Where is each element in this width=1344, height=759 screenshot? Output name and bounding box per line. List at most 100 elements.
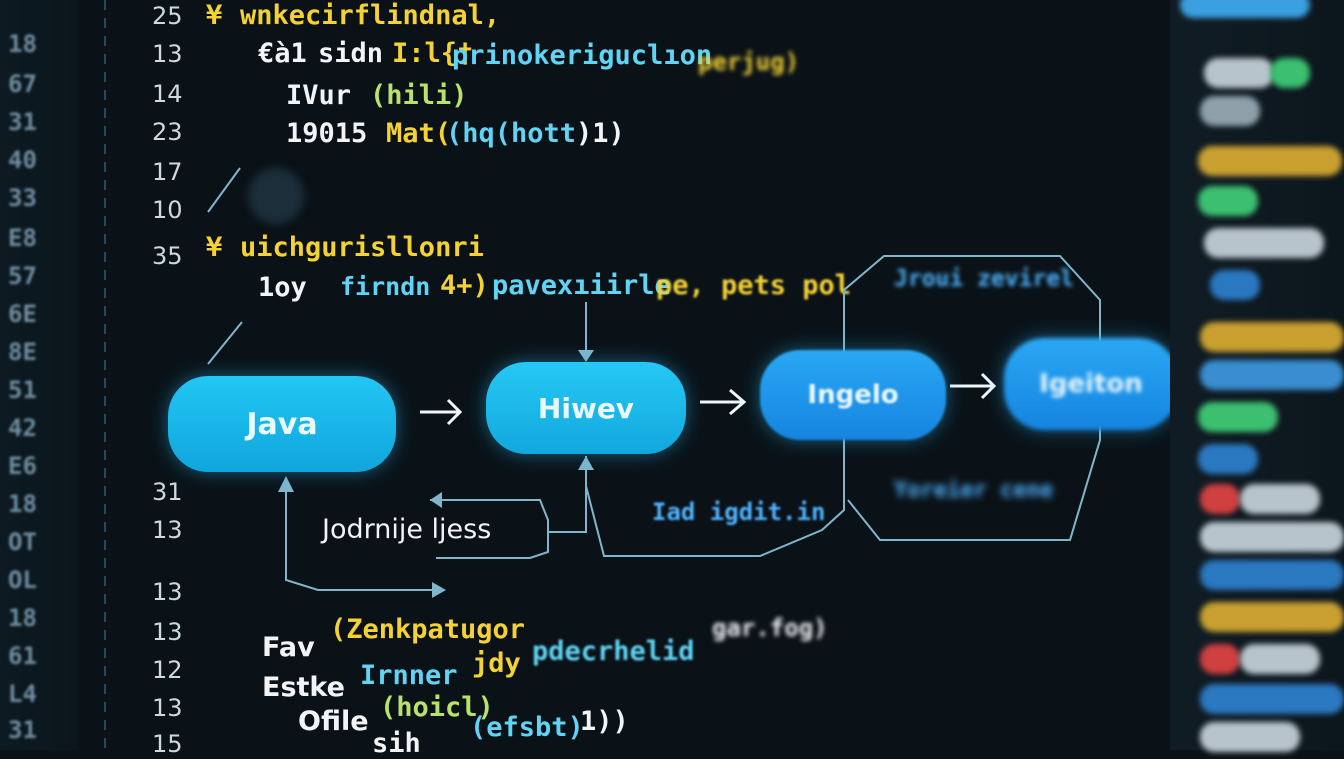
node-igeiton[interactable]: Igeiton [1004,338,1178,430]
minimap-bar [1204,228,1324,258]
code-token: Ofile [298,706,369,737]
code-marker: ¥ [206,232,223,263]
minimap-bar [1204,58,1274,88]
code-token: prinokeriguclıon [452,40,713,71]
code-token: €à1 [258,38,307,69]
minimap-bar [1198,402,1278,432]
minimap-bar [1198,444,1258,474]
code-marker: ¥ [206,0,223,31]
right-minimap-panel [1170,0,1344,752]
code-token: pe, pets pol [656,270,852,301]
line-number: 13 [152,694,183,722]
code-token: Fav [262,632,315,663]
node-ingelo[interactable]: Ingelo [760,350,946,440]
line-number: 23 [152,118,183,146]
gutter-number: 42 [8,414,37,442]
gutter-number: L4 [8,680,37,708]
code-token: (efsbt) [470,712,584,743]
gutter-number: OT [8,528,37,556]
minimap-bar [1200,602,1344,632]
gutter-number: 67 [8,70,37,98]
code-token: (hq(hott) [446,118,593,149]
minimap-bar [1200,322,1344,352]
gutter-number: OL [8,566,37,594]
code-token: Mat( [386,118,452,149]
gutter-number: E6 [8,452,37,480]
gutter-number: 6E [8,300,37,328]
code-token: (hoicl) [380,692,494,723]
node-label: Igeiton [1039,369,1143,399]
code-token: 1oy [258,272,307,303]
node-hiwev[interactable]: Hiwev [486,362,686,454]
gutter-number: 18 [8,490,37,518]
line-number: 17 [152,158,183,186]
code-token: gar.fog) [712,614,828,642]
minimap-bar [1200,684,1344,714]
code-token: perjug) [698,48,800,76]
gutter-number: 33 [8,184,37,212]
line-number: 13 [152,618,183,646]
code-token: 19015 [286,118,368,149]
code-token: 1)) [580,706,629,737]
code-token: )1) [576,118,625,149]
minimap-bar [1200,722,1300,752]
code-token: Irnner [360,660,458,691]
minimap-bar [1200,560,1344,590]
gutter-number: 61 [8,642,37,670]
line-number: 12 [152,656,183,684]
code-token: jdy [472,648,521,679]
code-token: Estke [262,672,345,703]
code-token: I:l{† [392,38,474,69]
minimap-bar [1240,484,1320,514]
gutter-number: 40 [8,146,37,174]
minimap-bar [1200,360,1344,390]
minimap-bar [1200,96,1260,126]
line-number: 31 [152,478,183,506]
line-number: 35 [152,242,183,270]
code-text: uichgurisllonri [240,232,484,263]
node-java[interactable]: Java [168,376,396,472]
minimap-bar [1200,522,1344,552]
code-token: (Zenkpatugor [330,614,526,645]
glow-dot [248,168,304,224]
far-left-gutter: 18 67 31 40 33 E8 57 6E 8E 51 42 E6 18 O… [0,0,78,750]
minimap-bar [1200,484,1240,514]
node-label: Java [246,406,318,442]
code-token: IVur [286,80,352,111]
gutter-number: 57 [8,262,37,290]
minimap-bar [1270,58,1310,88]
minimap-bar [1198,146,1342,176]
mid-label: Iad igdit.in [652,498,826,526]
gutter-number: 8E [8,338,37,366]
line-number: 25 [152,2,183,30]
gutter-number: 18 [8,30,37,58]
line-number: 10 [152,196,183,224]
line-number: 13 [152,516,183,544]
loop-label: Jodrnije ljess [322,514,492,545]
code-token: pavexıiirle [492,270,671,301]
minimap-bar [1198,186,1258,216]
line-number: 14 [152,80,183,108]
line-number: 13 [152,40,183,68]
code-token: firndn [340,272,431,301]
code-token: (hili) [370,80,468,111]
gutter-number: 18 [8,604,37,632]
code-token: sidn [318,38,384,69]
gutter-number: 51 [8,376,37,404]
minimap-bar [1200,644,1240,674]
right-label-top: Jroui zevirel [894,266,1075,292]
code-text: wnkecirflindnal, [240,0,501,31]
minimap-bar [1180,0,1310,18]
code-token: 4+) [440,270,489,301]
code-token: sih [372,728,421,759]
gutter-divider [104,0,106,750]
gutter-number: E8 [8,224,37,252]
node-label: Ingelo [807,380,899,410]
minimap-bar [1240,644,1320,674]
node-label: Hiwev [537,391,635,425]
gutter-number: 31 [8,108,37,136]
gutter-number: 31 [8,716,37,744]
right-label-bottom: Yoreier cene [894,478,1053,503]
code-token: pdecrhelid [532,636,695,667]
